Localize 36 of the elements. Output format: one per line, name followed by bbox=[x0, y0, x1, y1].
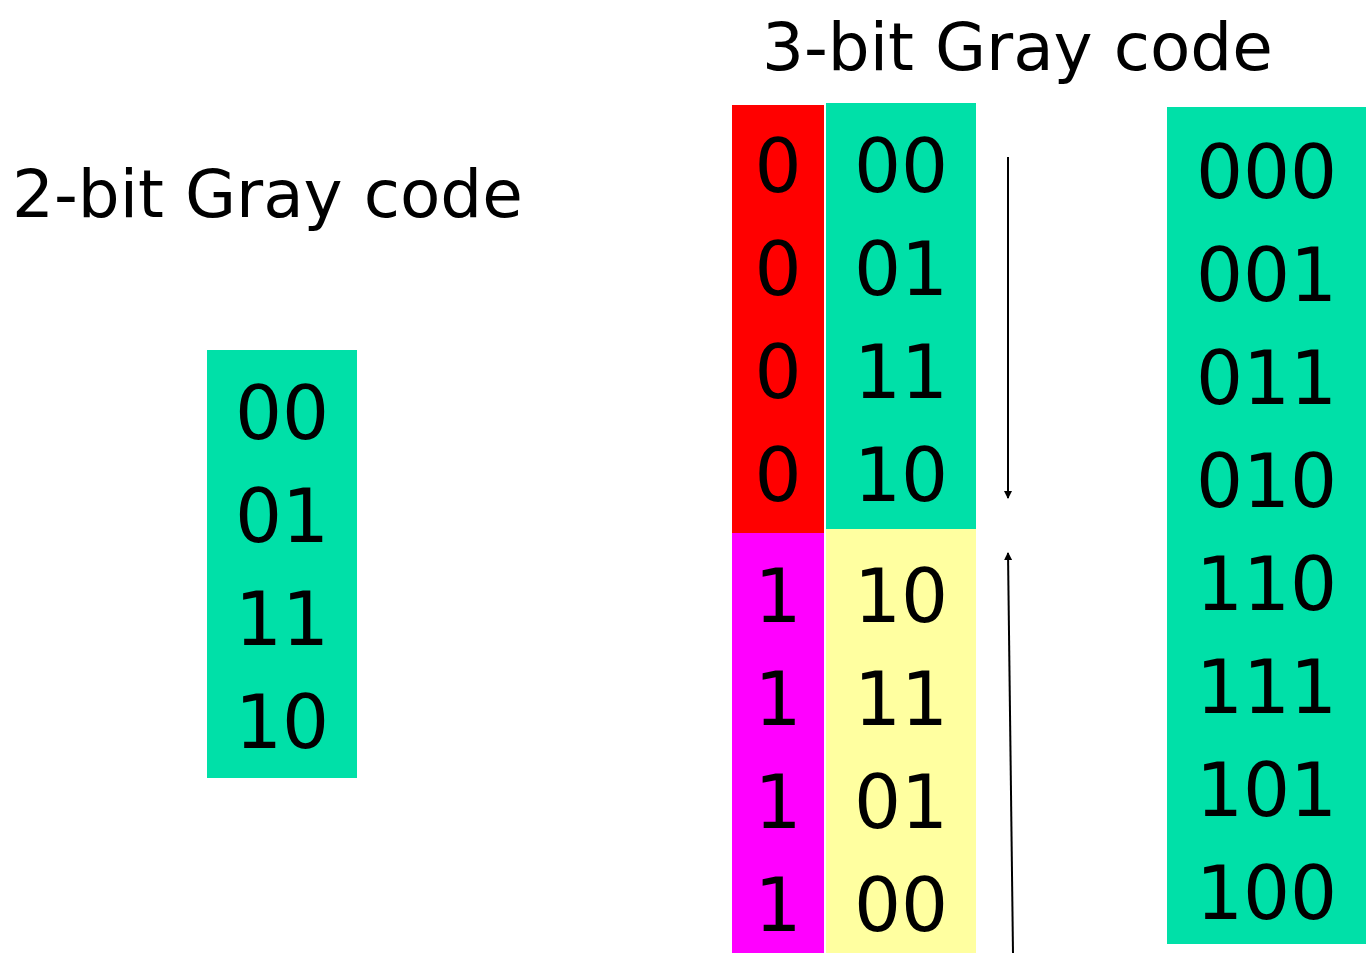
binary-code: 110 bbox=[1195, 540, 1338, 629]
binary-code: 11 bbox=[853, 328, 949, 417]
binary-code: 1 bbox=[754, 861, 802, 950]
binary-code: 10 bbox=[853, 431, 949, 520]
binary-code: 0 bbox=[754, 225, 802, 314]
code-column bbox=[732, 105, 824, 533]
binary-code: 00 bbox=[853, 861, 949, 950]
binary-code: 1 bbox=[754, 552, 802, 641]
binary-code: 0 bbox=[754, 431, 802, 520]
code-column bbox=[826, 529, 976, 953]
binary-code: 11 bbox=[853, 655, 949, 744]
binary-code: 011 bbox=[1195, 334, 1338, 423]
heading: 3-bit Gray code bbox=[762, 8, 1273, 88]
binary-code: 1 bbox=[754, 758, 802, 847]
binary-code: 111 bbox=[1195, 643, 1338, 732]
code-column bbox=[826, 103, 976, 529]
binary-code: 10 bbox=[853, 552, 949, 641]
binary-code: 001 bbox=[1195, 231, 1338, 320]
binary-code: 01 bbox=[853, 225, 949, 314]
binary-code: 01 bbox=[234, 472, 330, 561]
binary-code: 101 bbox=[1195, 746, 1338, 835]
code-column bbox=[207, 350, 357, 778]
binary-code: 00 bbox=[853, 122, 949, 211]
binary-code: 0 bbox=[754, 122, 802, 211]
binary-code: 01 bbox=[853, 758, 949, 847]
code-column bbox=[732, 533, 824, 953]
binary-code: 1 bbox=[754, 655, 802, 744]
binary-code: 100 bbox=[1195, 849, 1338, 938]
binary-code: 10 bbox=[234, 678, 330, 767]
code-column bbox=[1167, 107, 1366, 944]
binary-code: 11 bbox=[234, 575, 330, 664]
binary-code: 0 bbox=[754, 328, 802, 417]
binary-code: 00 bbox=[234, 369, 330, 458]
heading: 2-bit Gray code bbox=[12, 155, 523, 235]
binary-code: 010 bbox=[1195, 437, 1338, 526]
binary-code: 000 bbox=[1195, 128, 1338, 217]
